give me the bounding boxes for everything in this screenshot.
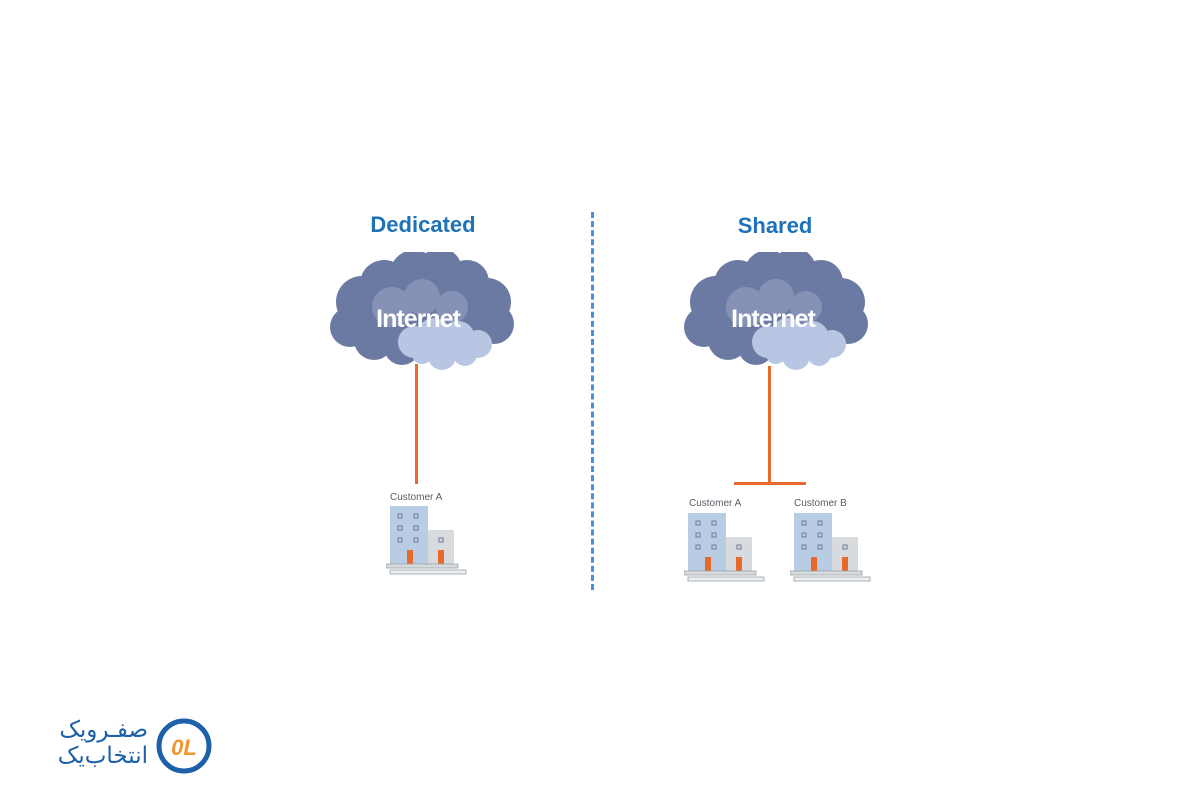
section-divider [591, 212, 594, 590]
shared-cloud-label: Internet [731, 305, 816, 333]
shared-split-line [734, 482, 806, 485]
shared-link-line [768, 366, 771, 484]
dedicated-customer-a-label: Customer A [390, 492, 443, 503]
shared-customer-a-label: Customer A [689, 498, 742, 509]
dedicated-title: Dedicated [370, 212, 476, 237]
shared-customer-a-building-icon [684, 513, 765, 582]
logo-mark-icon: 0L [156, 718, 212, 774]
shared-customer-b-label: Customer B [794, 498, 847, 509]
dedicated-link-line [415, 364, 418, 484]
logo-text-line2: انتخاب‌یک [57, 742, 148, 768]
logo-text-line1: صفـرویک [59, 716, 148, 742]
logo-mark-text: 0L [171, 735, 197, 760]
shared-customer-b-building-icon [790, 513, 871, 582]
shared-title: Shared [737, 213, 813, 238]
dedicated-cloud-label: Internet [376, 305, 461, 333]
dedicated-customer-a-building-icon [386, 506, 467, 575]
